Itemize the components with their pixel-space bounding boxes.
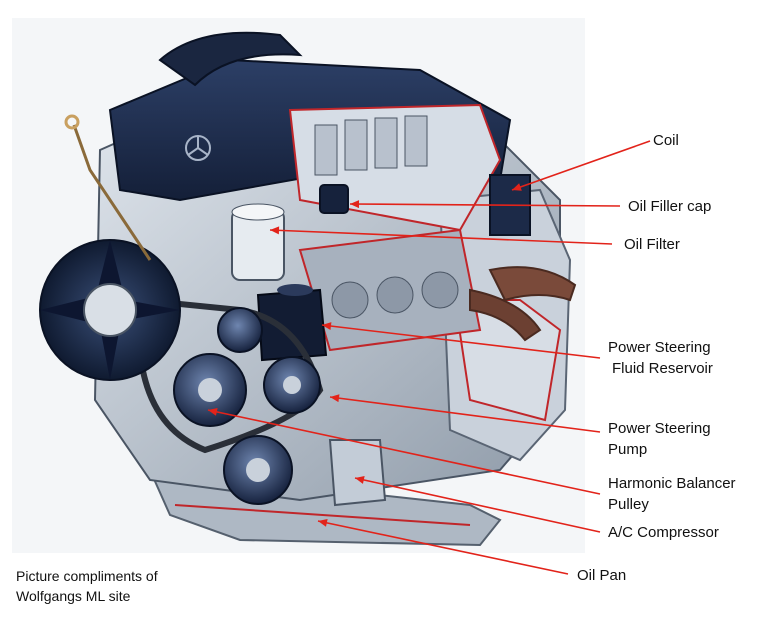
leader-line-power-steering-pump: [329, 396, 601, 433]
label-oil-pan-line-1: Oil Pan: [577, 567, 627, 584]
leader-arrowhead-harmonic-balancer-pulley: [208, 407, 218, 416]
leader-line-oil-filter: [269, 229, 613, 245]
label-power-steering-pump-line-1: Power Steering: [608, 420, 711, 437]
label-power-steering-fluid-reservoir-line-2: Fluid Reservoir: [612, 360, 713, 377]
photo-credit-line-1: Picture compliments of: [16, 568, 158, 584]
label-power-steering-pump-line-2: Pump: [608, 441, 648, 458]
leader-line-oil-filler-cap: [349, 203, 621, 207]
label-ac-compressor: A/C Compressor: [608, 522, 719, 543]
leader-line-oil-pan: [317, 520, 569, 575]
leader-arrowhead-oil-pan: [318, 518, 328, 527]
label-oil-pan: Oil Pan: [577, 565, 626, 586]
label-coil: Coil: [653, 130, 679, 151]
label-power-steering-fluid-reservoir-line-1: Power Steering: [608, 339, 711, 356]
leader-line-ac-compressor: [354, 477, 601, 533]
label-oil-filler-cap-line-1: Oil Filler cap: [628, 198, 712, 215]
leader-line-harmonic-balancer-pulley: [207, 409, 601, 495]
leader-arrowhead-power-steering-pump: [330, 394, 340, 403]
label-coil-line-1: Coil: [653, 132, 679, 149]
leader-arrowhead-coil: [512, 183, 522, 191]
leader-arrowhead-ac-compressor: [355, 476, 365, 484]
leader-line-power-steering-fluid-reservoir: [321, 324, 601, 359]
label-harmonic-balancer-pulley-line-1: Harmonic Balancer: [608, 475, 736, 492]
label-ac-compressor-line-1: A/C Compressor: [608, 524, 719, 541]
photo-credit: Picture compliments of Wolfgangs ML site: [16, 566, 158, 606]
leader-arrowhead-power-steering-fluid-reservoir: [322, 322, 332, 331]
label-oil-filler-cap: Oil Filler cap: [628, 196, 711, 217]
label-oil-filter: Oil Filter: [624, 234, 680, 255]
leader-line-coil: [511, 140, 651, 191]
photo-credit-line-2: Wolfgangs ML site: [16, 588, 131, 604]
label-harmonic-balancer-pulley-line-2: Pulley: [608, 496, 649, 513]
label-oil-filter-line-1: Oil Filter: [624, 236, 680, 253]
leader-arrowhead-oil-filler-cap: [350, 200, 360, 209]
leader-arrowhead-oil-filter: [270, 226, 280, 235]
